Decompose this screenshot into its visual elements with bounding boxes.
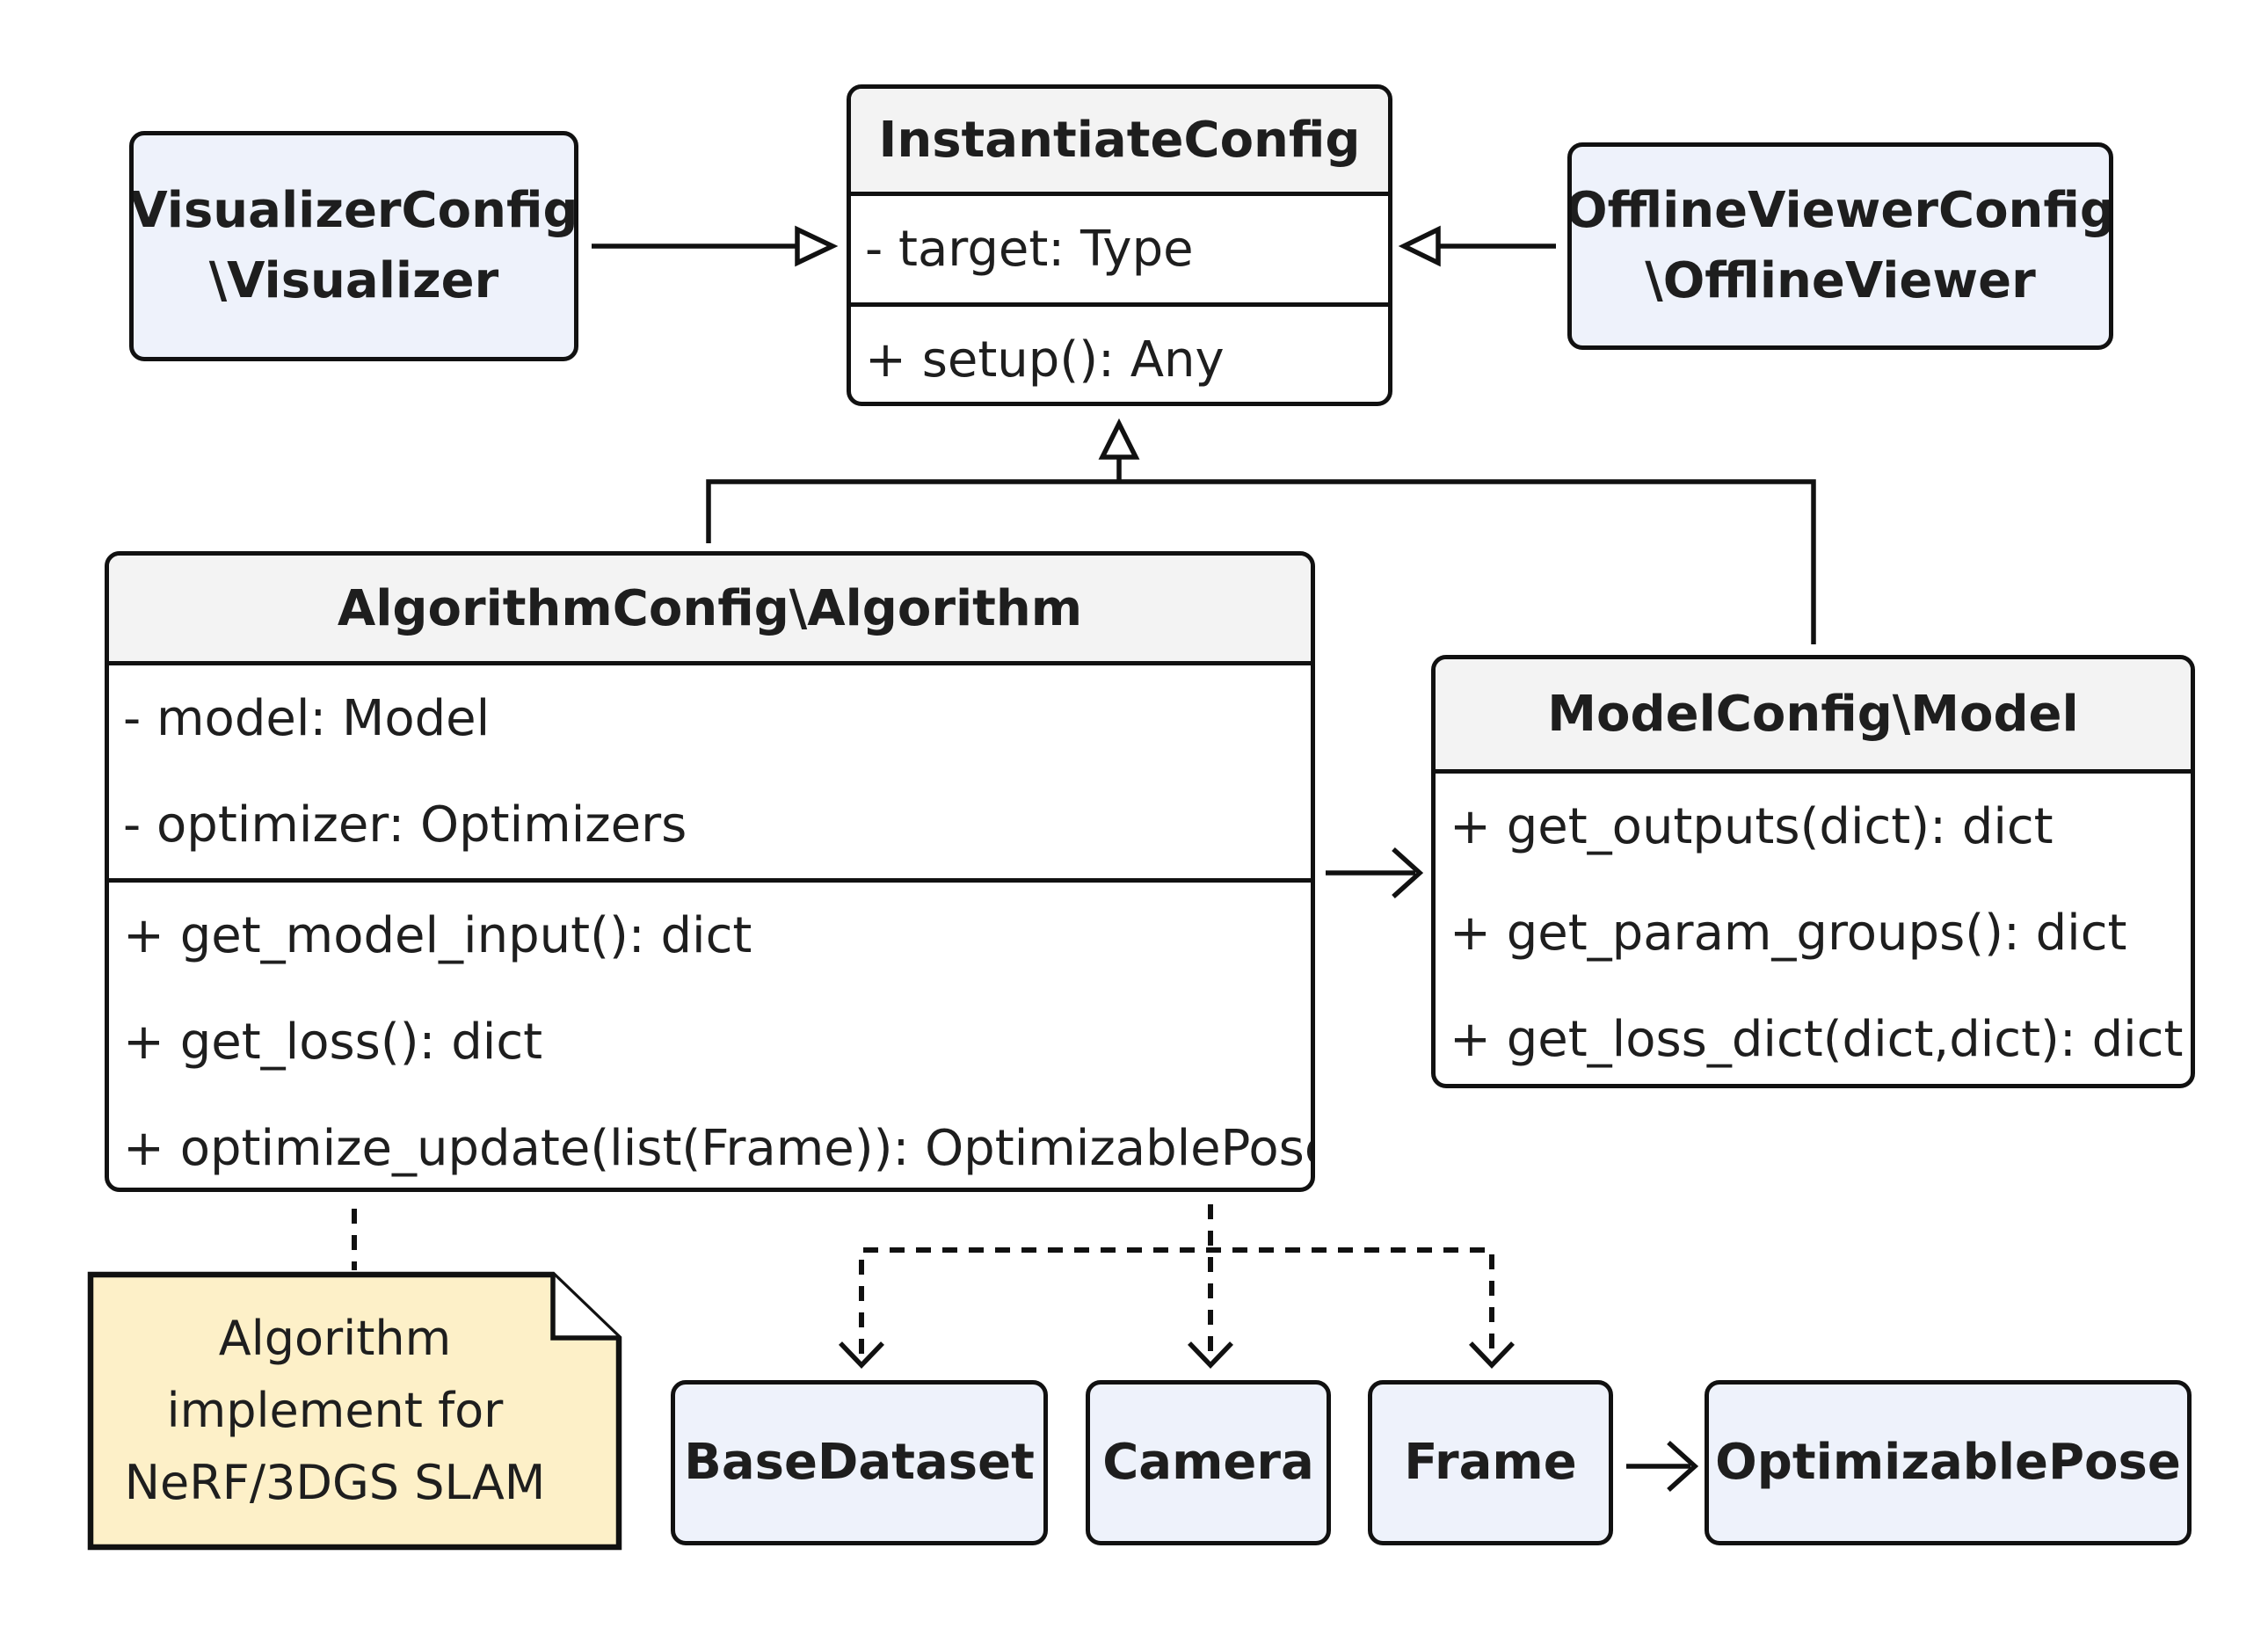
algorithm-note: Algorithm implement for NeRF/3DGS SLAM [87,1271,622,1551]
method-row: + get_loss(): dict [123,1014,543,1071]
note-text: Algorithm implement for NeRF/3DGS SLAM [87,1271,583,1551]
attribute-row: - optimizer: Optimizers [123,796,687,854]
method-row: + get_param_groups(): dict [1450,905,2127,962]
model-methods: + get_outputs(dict): dict + get_param_gr… [1436,774,2191,1084]
config-inheritance-arrowhead [1098,418,1140,460]
model-config-class[interactable]: ModelConfig\Model + get_outputs(dict): d… [1431,655,2195,1088]
instantiate-config-methods: + setup(): Any [851,307,1388,402]
offline-viewer-config-class[interactable]: OfflineViewerConfig \OfflineViewer [1567,142,2113,350]
visualizer-inheritance-arrowhead [795,225,839,267]
frame-label: Frame [1404,1434,1577,1491]
offline-viewer-inheritance-arrowhead [1398,225,1441,267]
base-dataset-class[interactable]: BaseDataset [671,1380,1048,1545]
instantiate-config-class[interactable]: InstantiateConfig - target: Type + setup… [847,84,1392,406]
note-line: NeRF/3DGS SLAM [124,1455,546,1510]
camera-dependency-arrowhead [1188,1341,1233,1369]
algorithm-config-class[interactable]: AlgorithmConfig\Algorithm - model: Model… [105,551,1315,1192]
optimizable-pose-class[interactable]: OptimizablePose [1705,1380,2192,1545]
frame-class[interactable]: Frame [1368,1380,1613,1545]
algorithm-attributes: - model: Model - optimizer: Optimizers [109,665,1311,883]
instantiate-config-attributes: - target: Type [851,196,1388,307]
dataset-frame-dependency-line [859,1247,1494,1354]
instantiate-config-title: InstantiateConfig [851,89,1388,196]
config-inheritance-branch [706,479,1816,644]
offline-viewer-name: \OfflineViewer [1645,252,2036,309]
method-row: + optimize_update(list(Frame)): Optimiza… [123,1120,1315,1177]
algorithm-config-title: AlgorithmConfig\Algorithm [109,556,1311,665]
camera-label: Camera [1102,1434,1314,1491]
model-config-title: ModelConfig\Model [1436,659,2191,774]
visualizer-config-name: VisualizerConfig [129,182,578,239]
method-row: + get_model_input(): dict [123,907,752,964]
camera-class[interactable]: Camera [1086,1380,1331,1545]
attribute-row: - model: Model [123,690,491,747]
visualizer-config-class[interactable]: VisualizerConfig \Visualizer [129,131,578,361]
note-line: implement for [166,1383,504,1438]
method-row: + get_loss_dict(dict,dict): dict [1450,1011,2184,1068]
frame-dependency-arrowhead [1469,1341,1515,1369]
note-fold-corner [550,1275,619,1341]
visualizer-name: \Visualizer [208,252,499,309]
optimizable-pose-label: OptimizablePose [1715,1434,2181,1491]
base-dataset-dependency-arrowhead [839,1341,884,1369]
algorithm-methods: + get_model_input(): dict + get_loss(): … [109,883,1315,1188]
offline-viewer-config-name: OfflineViewerConfig [1567,182,2113,239]
base-dataset-label: BaseDataset [684,1434,1035,1491]
attribute-row: - target: Type [865,221,1194,278]
algorithm-model-arrowhead [1392,847,1424,899]
frame-pose-arrowhead [1667,1440,1699,1493]
method-row: + get_outputs(dict): dict [1450,798,2054,855]
note-shape [87,1271,622,1551]
note-line: Algorithm [218,1311,452,1366]
method-row: + setup(): Any [865,331,1225,389]
